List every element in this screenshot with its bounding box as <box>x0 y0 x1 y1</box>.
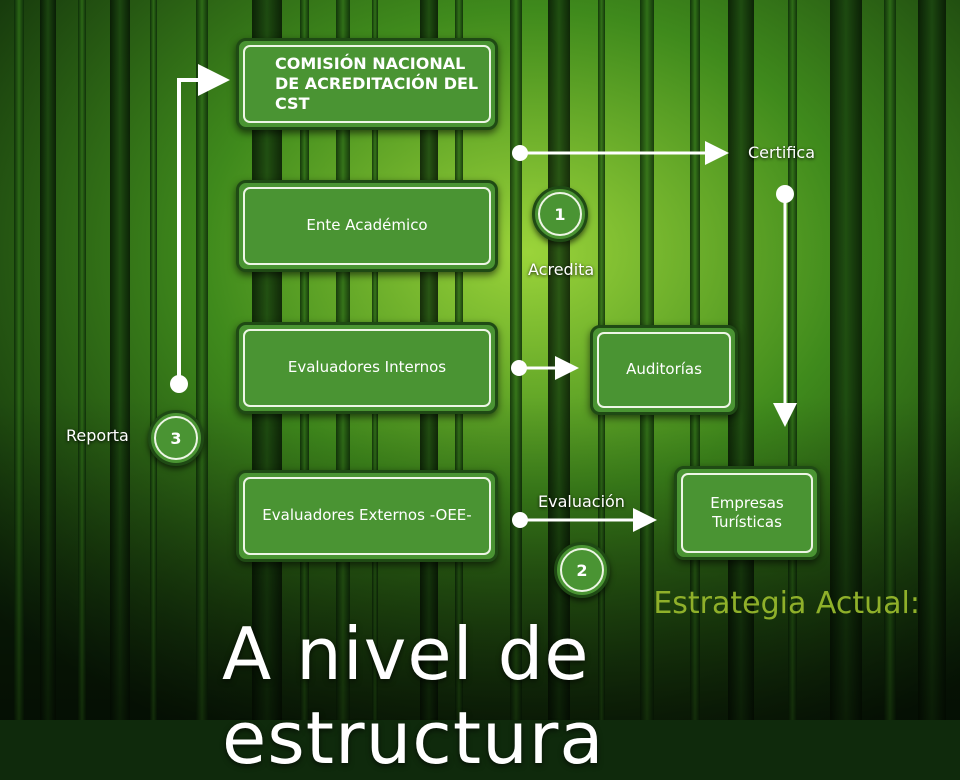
label-certifica: Certifica <box>748 143 815 162</box>
badge-2: 2 <box>554 542 610 598</box>
badge-3: 3 <box>148 410 204 466</box>
badge-1-number: 1 <box>538 192 582 236</box>
badge-1: 1 <box>532 186 588 242</box>
evaluadores-internos-label: Evaluadores Internos <box>287 358 447 377</box>
auditorias-label: Auditorías <box>626 360 702 379</box>
label-evaluacion: Evaluación <box>538 492 625 511</box>
subtitle: Estrategia Actual: <box>653 586 920 621</box>
badge-3-number: 3 <box>154 416 198 460</box>
ente-academico-box: Ente Académico <box>236 180 498 272</box>
auditorias-box: Auditorías <box>590 325 738 415</box>
comision-nacional-box: COMISIÓN NACIONAL DE ACREDITACIÓN DEL CS… <box>236 38 498 130</box>
empresas-turisticas-label: Empresas Turísticas <box>710 493 784 532</box>
label-acredita: Acredita <box>528 260 595 279</box>
evaluadores-externos-box: Evaluadores Externos -OEE- <box>236 470 498 562</box>
evaluadores-internos-box: Evaluadores Internos <box>236 322 498 414</box>
empresas-turisticas-box: Empresas Turísticas <box>674 466 820 560</box>
badge-2-number: 2 <box>560 548 604 592</box>
label-reporta: Reporta <box>66 426 129 445</box>
ente-academico-label: Ente Académico <box>306 216 428 235</box>
evaluadores-externos-label: Evaluadores Externos -OEE- <box>262 506 472 525</box>
comision-nacional-label: COMISIÓN NACIONAL DE ACREDITACIÓN DEL CS… <box>275 54 479 113</box>
main-title: A nivel de estructura <box>222 612 605 780</box>
